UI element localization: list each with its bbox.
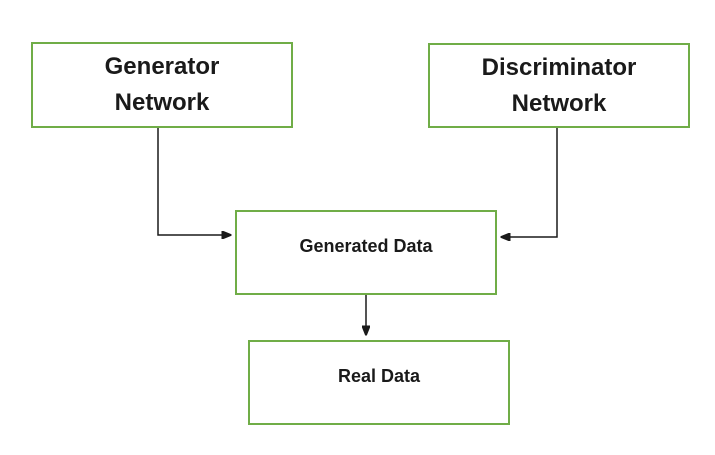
- generated-data-label: Generated Data: [299, 236, 433, 256]
- node-generated-data: Generated Data: [235, 210, 497, 295]
- generator-label-line2: Network: [114, 89, 210, 116]
- discriminator-label-line2: Network: [511, 89, 607, 117]
- node-discriminator-network: Discriminator Network: [428, 43, 690, 128]
- real-data-label: Real Data: [337, 366, 421, 386]
- discriminator-label-line1: Discriminator: [481, 53, 637, 81]
- arrow-discriminator-to-generated-data: [502, 128, 558, 237]
- node-real-data: Real Data: [248, 340, 510, 425]
- generator-label-line1: Generator: [104, 53, 220, 80]
- node-generator-network: Generator Network: [31, 42, 293, 128]
- arrow-generator-to-generated-data: [157, 128, 230, 235]
